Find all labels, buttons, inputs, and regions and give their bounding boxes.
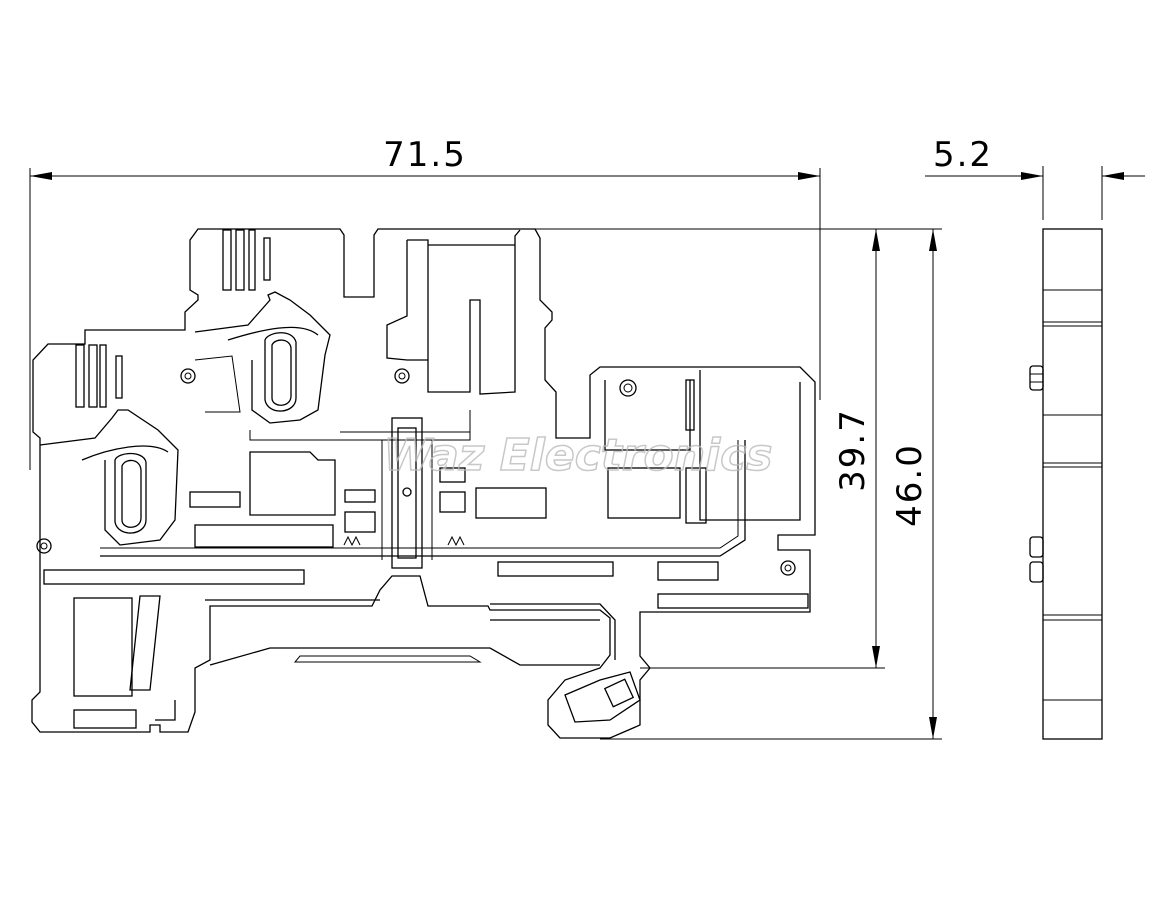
dimension-overall-height-label: 46.0 [890,443,930,527]
dimension-length-label: 71.5 [383,135,467,175]
dimension-thickness: 5.2 [925,135,1145,220]
dimension-thickness-label: 5.2 [933,135,993,175]
dimension-inner-height: 39.7 [430,228,885,669]
watermark-text: Waz Electronics [384,430,773,481]
dimension-overall-height: 46.0 [600,228,942,740]
terminal-block-front-view [31,228,816,739]
terminal-block-side-view [1029,228,1103,740]
dimension-length: 71.5 [29,135,821,470]
dimension-inner-height-label: 39.7 [833,408,873,492]
